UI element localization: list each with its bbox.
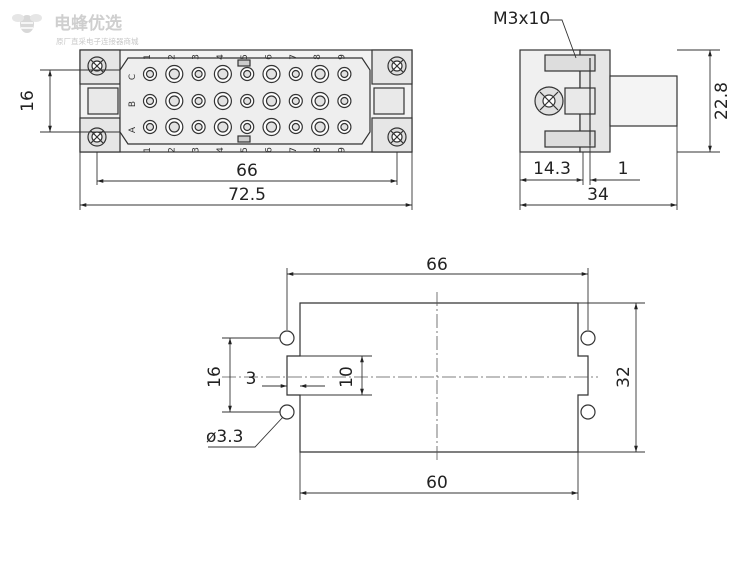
dim-side-depth-b: 1: [618, 159, 629, 179]
contact-pin: [217, 95, 229, 107]
dim-side-total-depth: 34: [587, 185, 609, 205]
contact-pin: [340, 69, 349, 79]
dim-front-outer-width: 72.5: [228, 185, 266, 205]
pin-numbers-bottom: 1 2 3 4 5 6 7 8 9: [143, 147, 347, 153]
pin-number: 5: [240, 54, 250, 60]
contact-pin: [243, 69, 252, 79]
dim-cutout-bottom-width: 60: [426, 473, 448, 493]
pin-number: 8: [313, 54, 323, 60]
row-labels: C B A: [128, 74, 138, 133]
screw-icon: [87, 56, 107, 76]
mount-hole: [279, 330, 295, 346]
pin-number: 9: [337, 147, 347, 153]
screw-icon: [387, 56, 407, 76]
side-body: [609, 75, 678, 127]
cutout-centerlines: [222, 292, 598, 462]
pin-number: 5: [240, 147, 250, 153]
contact-pin: [314, 68, 326, 80]
pin-number: 6: [265, 54, 275, 60]
row-label: B: [128, 101, 138, 107]
front-dimensions: [40, 69, 413, 210]
dim-cutout-offset: 3: [246, 369, 257, 389]
dim-side-height: 22.8: [712, 82, 732, 120]
pin-number: 3: [192, 147, 202, 153]
contact-pin: [265, 121, 278, 133]
pin-number: 8: [313, 147, 323, 153]
row-label: A: [128, 126, 138, 133]
front-view: [79, 49, 413, 153]
contact-pin: [168, 95, 180, 107]
dim-cutout-hole-diameter: ø3.3: [206, 427, 243, 447]
pin-number: 4: [216, 54, 226, 60]
front-ear-top-left: [79, 49, 121, 85]
dim-cutout-height: 32: [614, 366, 634, 388]
contact-pin: [194, 96, 203, 106]
pin-number: 2: [167, 54, 177, 60]
pin-number: 7: [289, 147, 299, 153]
contact-pin: [194, 122, 203, 132]
watermark-name: 电蜂优选: [54, 13, 122, 34]
dim-cutout-left-height: 16: [205, 366, 225, 388]
pin-number: 7: [289, 54, 299, 60]
side-screw-top: [544, 54, 596, 72]
watermark-logo: 电蜂优选 原厂直采电子连接器商城: [12, 13, 139, 46]
contact-pin: [145, 69, 155, 79]
contact-pin: [291, 122, 300, 132]
pin-number: 6: [265, 147, 275, 153]
mount-hole: [279, 404, 295, 420]
pin-number: 2: [167, 147, 177, 153]
contact-pin: [291, 69, 300, 79]
side-dimensions: [519, 19, 720, 210]
front-latch-right: [373, 87, 405, 115]
pin-number: 4: [216, 147, 226, 153]
pin-number: 3: [192, 54, 202, 60]
dim-cutout-top-width: 66: [426, 255, 448, 275]
dim-cutout-inner: 10: [337, 366, 357, 388]
side-screw-label: M3x10: [493, 9, 550, 29]
screw-icon: [387, 127, 407, 147]
contact-pin: [340, 96, 349, 106]
contact-pin: [243, 122, 252, 132]
front-latch-left: [87, 87, 119, 115]
contact-grid: [142, 64, 352, 137]
contact-pin: [243, 96, 252, 106]
contact-pin: [145, 122, 155, 132]
contact-pin: [145, 96, 155, 106]
contact-pin: [194, 69, 203, 79]
watermark-tagline: 原厂直采电子连接器商城: [56, 36, 139, 46]
pin-numbers-top: 1 2 3 4 5 6 7 8 9: [143, 54, 347, 60]
dim-front-inner-width: 66: [236, 161, 258, 181]
key-top: [237, 59, 251, 67]
dim-front-height: 16: [18, 90, 38, 112]
mount-hole: [580, 404, 596, 420]
contact-pin: [314, 121, 326, 133]
bee-icon: [12, 14, 42, 33]
cutout-view: [279, 302, 596, 453]
contact-pin: [340, 122, 349, 132]
cutout-dimensions: [208, 268, 645, 500]
cutout-outline: [286, 302, 589, 453]
contact-pin: [217, 68, 229, 80]
side-screw-bottom: [544, 130, 596, 148]
contact-pin: [265, 95, 278, 107]
contact-pin: [265, 68, 278, 80]
mount-hole: [580, 330, 596, 346]
contact-pin: [168, 121, 180, 133]
contact-pin: [314, 95, 326, 107]
screw-icon: [87, 127, 107, 147]
pin-number: 9: [337, 54, 347, 60]
key-bottom: [237, 135, 251, 143]
contact-pin: [217, 121, 229, 133]
pin-number: 1: [143, 147, 153, 153]
row-label: C: [128, 74, 138, 80]
contact-pin: [291, 96, 300, 106]
contact-pin: [168, 68, 180, 80]
side-view: [519, 49, 678, 153]
dim-side-depth-a: 14.3: [533, 159, 571, 179]
pin-number: 1: [143, 54, 153, 60]
